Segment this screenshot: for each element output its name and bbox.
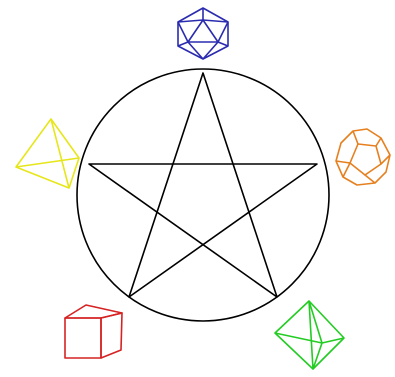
platonic-solids-diagram (0, 0, 395, 377)
